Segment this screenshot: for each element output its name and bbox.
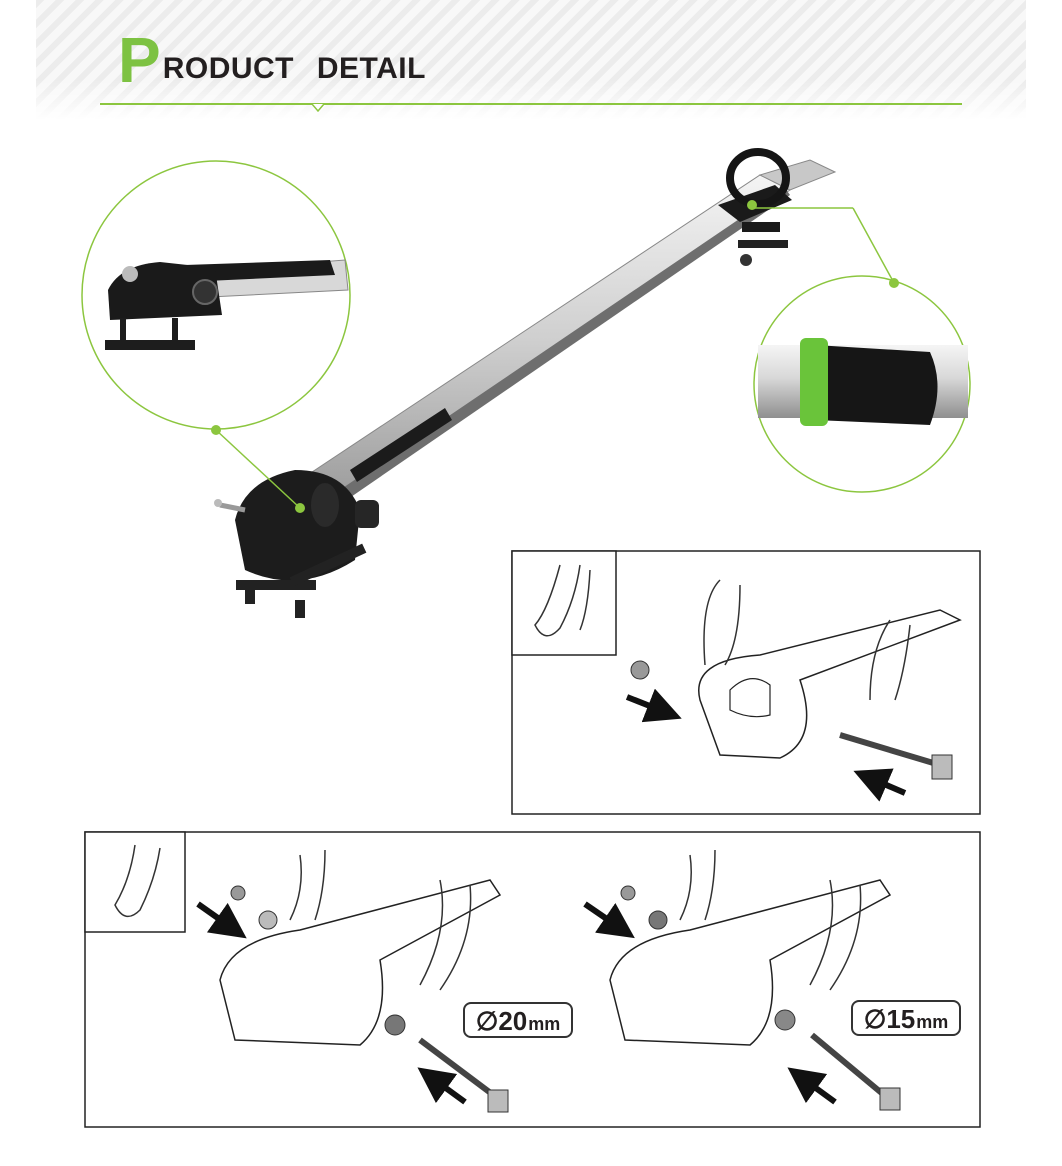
diameter-value-20: ∅20 [475, 1006, 528, 1036]
diameter-label-20mm: ∅20 mm [463, 1002, 573, 1038]
page-title: P RODUCT DETAIL [118, 22, 426, 92]
detail-callout-fork-mount [81, 160, 351, 513]
diameter-label-15mm: ∅15 mm [851, 1000, 961, 1036]
diameter-unit-20: mm [528, 1014, 561, 1034]
detail-callout-wheel-strap [747, 200, 971, 493]
title-underline-notch [312, 104, 324, 112]
page-title-initial: P [118, 24, 161, 96]
instruction-panel-thru-axle [84, 831, 981, 1128]
instruction-panel-quick-release [511, 550, 981, 815]
fork-mount [214, 470, 379, 618]
bike-carrier-rail [299, 159, 837, 510]
header-background [36, 0, 1026, 120]
diameter-unit-15: mm [916, 1012, 949, 1032]
page-title-rest: RODUCT DETAIL [162, 52, 426, 85]
title-underline [100, 103, 962, 105]
diameter-value-15: ∅15 [863, 1004, 916, 1034]
